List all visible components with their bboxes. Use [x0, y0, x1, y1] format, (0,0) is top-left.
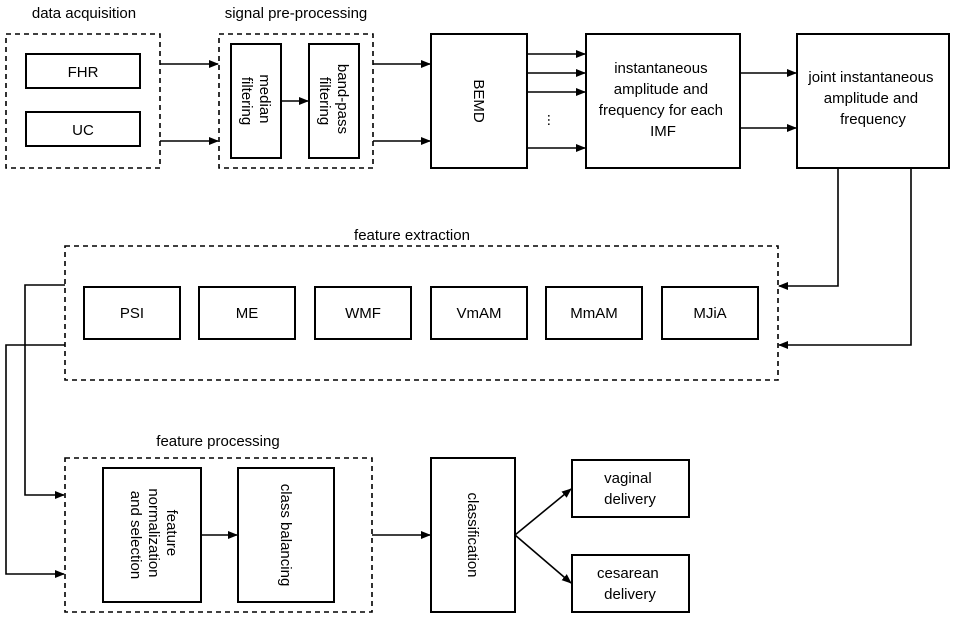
svg-text:class balancing: class balancing — [277, 484, 294, 587]
class-balancing-box: class balancing — [237, 467, 335, 603]
arrow-to-feature-extraction-1 — [778, 168, 839, 290]
median-filtering-box: median filtering — [230, 43, 282, 159]
feature-wmf-box: WMF — [314, 286, 412, 340]
svg-text:FHR: FHR — [68, 64, 99, 81]
feature-vmam-box: VmAM — [430, 286, 528, 340]
signal-preprocessing-group — [218, 33, 374, 169]
feature-normalization-selection-box: feature normalization and selection — [102, 467, 202, 603]
svg-text:MmAM: MmAM — [570, 305, 618, 322]
instantaneous-amplitude-frequency-box: instantaneous amplitude and frequency fo… — [585, 33, 741, 169]
svg-text:BEMD: BEMD — [470, 79, 487, 123]
group-label-signal-preprocessing: signal pre-processing — [225, 5, 368, 22]
feature-mmam-box: MmAM — [545, 286, 643, 340]
feature-mjia-box: MJiA — [661, 286, 759, 340]
svg-text:VmAM: VmAM — [457, 305, 502, 322]
classification-box: classification — [430, 457, 516, 613]
svg-text:band-pass filtering: band-pass filtering — [316, 64, 351, 138]
svg-text:feature normalization: feature normalization and selection — [127, 488, 180, 581]
uc-box: UC — [25, 111, 141, 147]
bemd-box: BEMD — [430, 33, 528, 169]
data-acquisition-group — [5, 33, 161, 169]
svg-text:classification: classification — [464, 492, 481, 577]
group-label-feature-extraction: feature extraction — [354, 227, 470, 244]
svg-text:joint instantaneous ampl: joint instantaneous amplitude and freque… — [807, 69, 937, 128]
svg-text:PSI: PSI — [120, 305, 144, 322]
feature-psi-box: PSI — [83, 286, 181, 340]
feature-me-box: ME — [198, 286, 296, 340]
svg-text:cesarean delivery: cesarean delivery — [597, 565, 663, 603]
ellipsis-label: ... — [544, 114, 561, 127]
arrow-extraction-to-processing-2 — [5, 344, 65, 578]
svg-text:UC: UC — [72, 122, 94, 139]
svg-text:median filtering: median filtering — [238, 74, 273, 127]
cesarean-delivery-box: cesarean delivery — [571, 554, 690, 613]
bandpass-filtering-box: band-pass filtering — [308, 43, 360, 159]
svg-text:MJiA: MJiA — [693, 305, 726, 322]
arrow-extraction-to-processing-1 — [24, 284, 65, 499]
feature-processing-group — [64, 457, 373, 613]
joint-instantaneous-box: joint instantaneous amplitude and freque… — [796, 33, 950, 169]
svg-text:vaginal delivery: vaginal delivery — [604, 470, 656, 508]
arrow-to-feature-extraction-2 — [778, 168, 912, 349]
vaginal-delivery-box: vaginal delivery — [571, 459, 690, 518]
group-label-data-acquisition: data acquisition — [32, 5, 136, 22]
arrow-to-cesarean-delivery — [514, 534, 572, 584]
svg-text:instantaneous amplitude: instantaneous amplitude and frequency fo… — [599, 60, 727, 140]
svg-text:WMF: WMF — [345, 305, 381, 322]
arrow-to-vaginal-delivery — [514, 488, 572, 536]
group-label-feature-processing: feature processing — [156, 433, 279, 450]
svg-text:ME: ME — [236, 305, 259, 322]
fhr-box: FHR — [25, 53, 141, 89]
